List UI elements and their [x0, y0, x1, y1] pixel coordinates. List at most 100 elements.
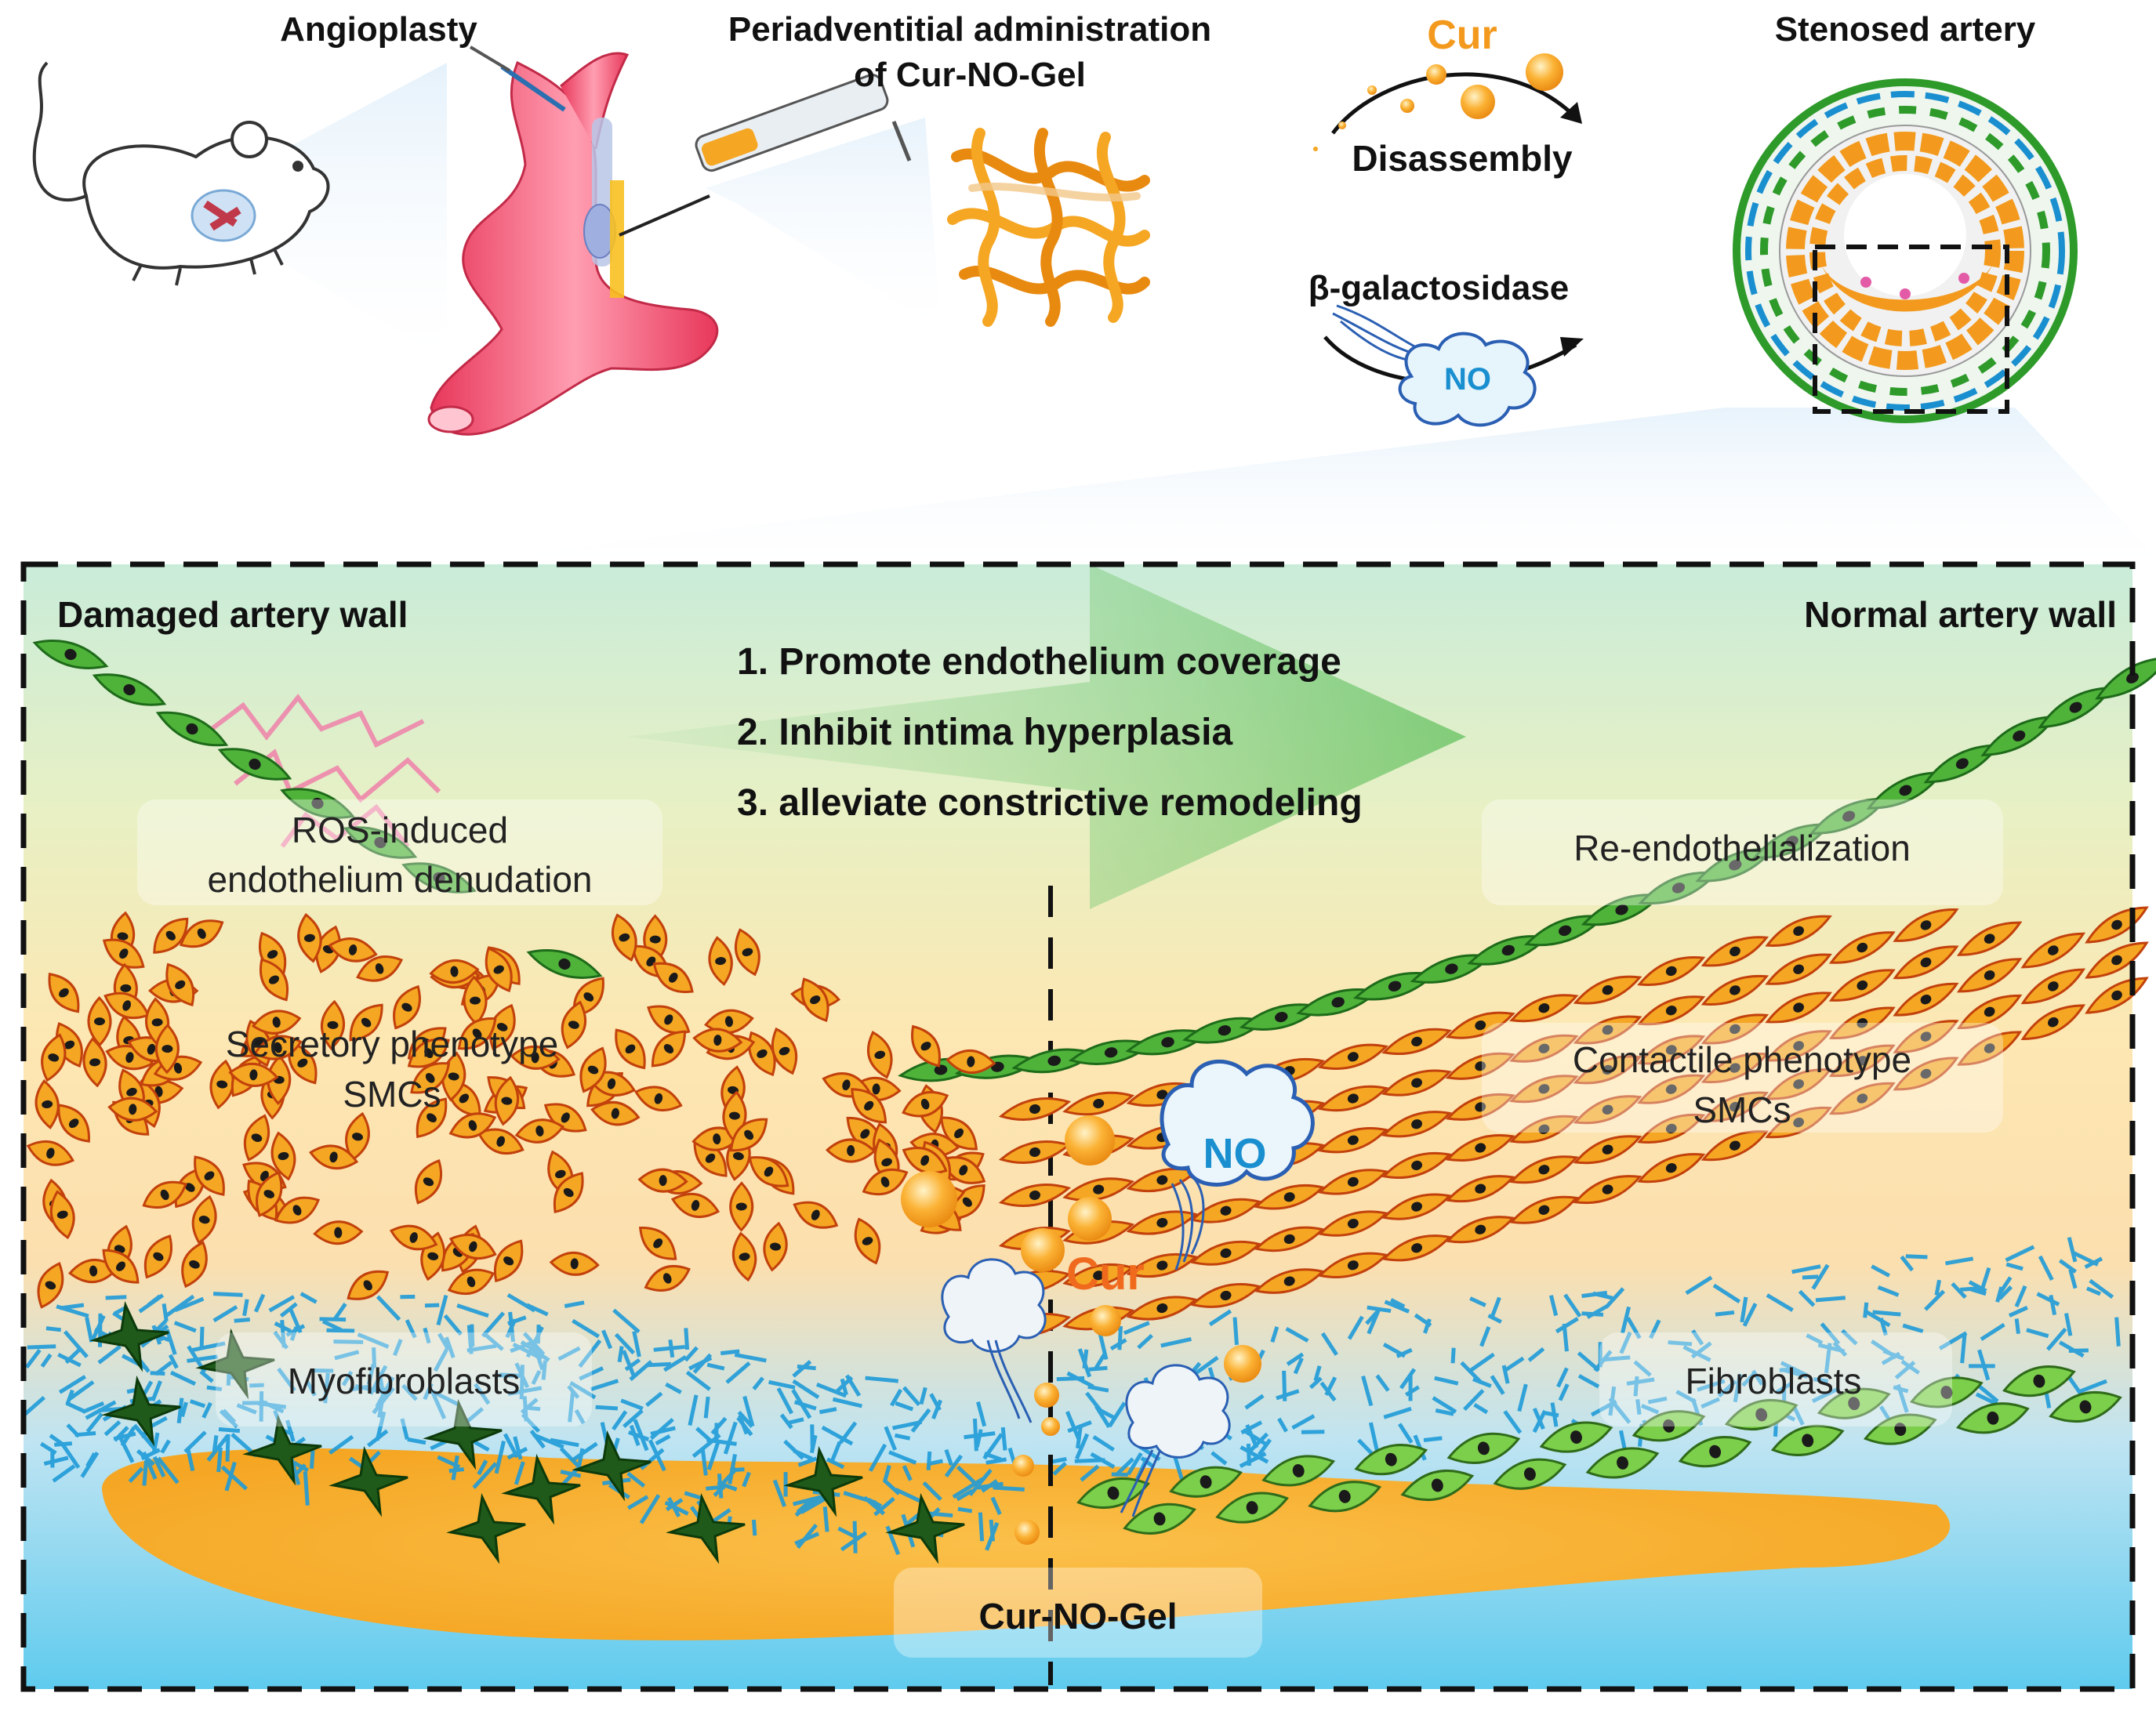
smc-contractile-cell: [1765, 1106, 1832, 1139]
smc-secretory-cell: [477, 1128, 524, 1155]
smc-secretory-cell: [153, 917, 189, 954]
smc-contractile-cell: [1190, 1198, 1262, 1223]
no-cloud-large: [1160, 1060, 1315, 1271]
smc-contractile-cell: [1765, 915, 1832, 947]
damaged-wall-label: Damaged artery wall: [57, 594, 408, 635]
smc-contractile-cell: [2085, 941, 2149, 979]
fibroblast-cell: [1770, 1424, 1845, 1456]
myofibroblast-cell: [328, 1445, 408, 1517]
smc-secretory-cell: [155, 1023, 180, 1075]
smc-secretory-cell: [107, 1097, 158, 1122]
smc-secretory-cell: [734, 928, 760, 977]
smc-secretory-cell: [448, 1233, 497, 1260]
smc-contractile-cell: [1445, 1133, 1515, 1162]
smc-secretory-cell: [447, 1268, 495, 1296]
progress-arrow: [627, 564, 1466, 909]
no-release-diagram: [1323, 304, 1584, 427]
smc-secretory-cell: [82, 1037, 107, 1088]
smc-contractile-cell: [1573, 1135, 1642, 1165]
smc-contractile-cell: [1573, 1095, 1642, 1125]
smc-secretory-cell: [866, 1031, 893, 1079]
smc-contractile-cell: [1637, 1113, 1706, 1144]
smc-secretory-cell: [49, 1190, 75, 1240]
smc-contractile-cell: [1765, 991, 1832, 1024]
endothelial-cell: [2095, 656, 2156, 700]
ros-label-box: [137, 799, 662, 905]
myofibroblast-cell: [89, 1300, 169, 1372]
smc-contractile-cell: [1765, 953, 1832, 985]
reendo-label: Re-endothelialization: [1573, 828, 1911, 868]
smc-contractile-cell: [2020, 968, 2086, 1005]
beta-galactosidase-label: β-galactosidase: [1308, 269, 1570, 307]
fibroblast-cell: [1817, 1387, 1891, 1419]
contractile-label-line1: Contactile phenotype: [1573, 1039, 1911, 1080]
smc-secretory-cell: [407, 1038, 450, 1068]
smc-contractile-cell: [1956, 958, 2023, 993]
smc-contractile-cell: [1700, 974, 1769, 1006]
smc-contractile-cell: [1700, 936, 1769, 967]
myofibroblast-cell: [101, 1375, 181, 1447]
smc-contractile-cell: [1828, 1044, 1896, 1078]
smc-contractile-cell: [1893, 945, 1959, 980]
smc-secretory-cell: [488, 1003, 516, 1051]
smc-contractile-cell: [1381, 1111, 1452, 1138]
smc-secretory-cell: [549, 1251, 600, 1276]
effect-2: 2. Inhibit intima hyperplasia: [737, 712, 1232, 753]
smc-secretory-cell: [68, 1258, 119, 1284]
smc-secretory-cell: [256, 1171, 283, 1217]
smc-contractile-cell: [1062, 1263, 1135, 1288]
smc-contractile-cell: [1956, 1031, 2023, 1066]
smc-contractile-cell: [1317, 1127, 1388, 1154]
endothelial-cell: [32, 640, 109, 669]
smc-secretory-cell: [639, 1227, 677, 1260]
smc-secretory-cell: [253, 1035, 303, 1060]
smc-contractile-cell: [1828, 931, 1896, 964]
smc-secretory-cell: [692, 1028, 743, 1053]
smc-secretory-cell: [191, 1194, 217, 1245]
smc-secretory-cell: [561, 1000, 587, 1049]
fibroblast-cell: [1724, 1399, 1798, 1430]
smc-contractile-cell: [1573, 1175, 1642, 1205]
smc-secretory-cell: [142, 1180, 187, 1209]
smc-contractile-cell: [1765, 1030, 1832, 1062]
smc-secretory-cell: [251, 1010, 302, 1035]
fibroblast-cell: [1169, 1466, 1243, 1498]
smc-secretory-cell: [729, 1181, 754, 1232]
smc-contractile-cell: [1509, 1195, 1579, 1224]
myofibroblast-cell: [783, 1445, 863, 1517]
fibroblast-cell: [1678, 1436, 1752, 1468]
smc-contractile-cell: [1956, 994, 2023, 1029]
myofibroblasts-label: Myofibroblasts: [288, 1361, 521, 1401]
smc-secretory-cell: [652, 962, 694, 994]
fibroblast-cell: [1863, 1413, 1937, 1445]
smc-secretory-cell: [763, 1221, 788, 1272]
smc-contractile-cell: [2020, 932, 2086, 969]
myofibroblast-cell: [446, 1492, 526, 1564]
smc-secretory-cell: [615, 1028, 646, 1070]
smc-contractile-cell: [1637, 995, 1706, 1026]
fibroblast-cell: [1400, 1470, 1475, 1501]
fibroblast-cell: [1956, 1402, 2030, 1434]
smc-secretory-cell: [356, 955, 404, 982]
smc-contractile-cell: [1317, 1210, 1388, 1237]
ros-glow-icon: [210, 694, 441, 848]
fibroblast-cell: [1909, 1376, 1984, 1408]
fibroblast-cell: [1123, 1503, 1196, 1535]
smc-contractile-cell: [1126, 1210, 1199, 1235]
angioplasty-label: Angioplasty: [280, 10, 477, 49]
fibroblast-cell: [1076, 1477, 1150, 1509]
smc-secretory-cell: [448, 1112, 497, 1139]
smc-contractile-cell: [1317, 1043, 1388, 1070]
smc-contractile-cell: [1445, 1052, 1515, 1080]
smc-contractile-cell: [1381, 1028, 1452, 1056]
endothelial-cell: [155, 711, 229, 747]
fibroblast-cell: [1261, 1455, 1336, 1487]
smc-contractile-cell: [998, 1183, 1072, 1208]
smc-contractile-cell: [1700, 1013, 1769, 1045]
fibroblasts-label-box: [1599, 1332, 1952, 1426]
smc-secretory-cell: [514, 1118, 565, 1144]
smc-secretory-cell: [34, 1079, 60, 1129]
stenosed-artery-label: Stenosed artery: [1775, 10, 2036, 49]
fibroblast-cell: [1539, 1421, 1613, 1453]
